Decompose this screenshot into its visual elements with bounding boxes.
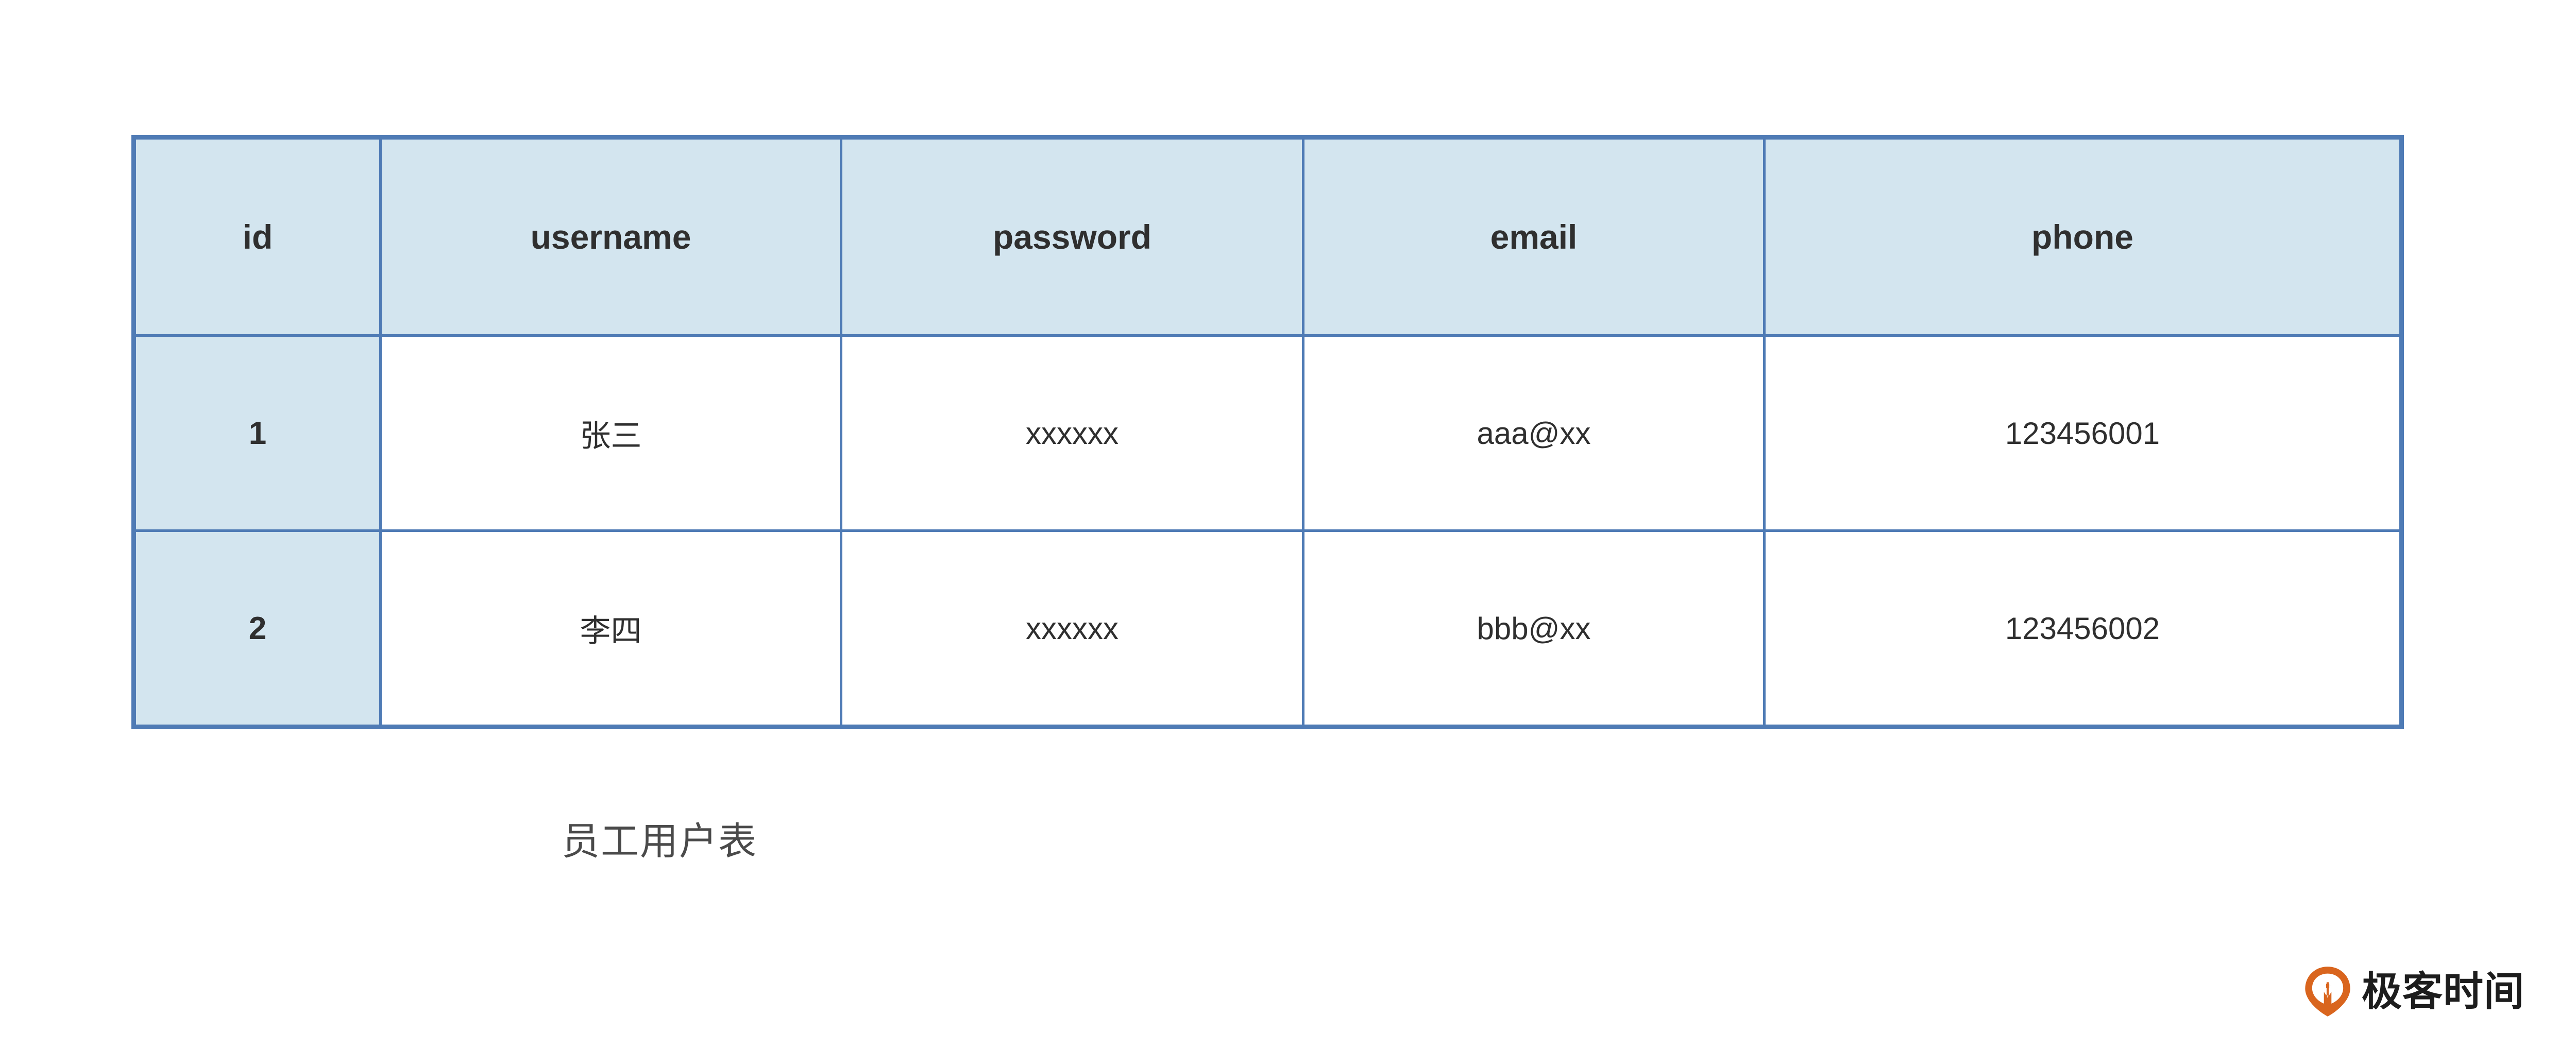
column-header-id: id xyxy=(132,136,382,337)
cell-id: 1 xyxy=(132,334,382,532)
cell-phone: 123456001 xyxy=(1763,334,2403,532)
column-header-phone: phone xyxy=(1763,136,2403,337)
table-row: 1 张三 xxxxxx aaa@xx 123456001 xyxy=(132,334,2403,532)
geektime-brand-label: 极客时间 xyxy=(2361,969,2524,1014)
cell-username: 李四 xyxy=(379,529,842,728)
user-table-container: id username password email phone 1 张三 xx… xyxy=(131,135,2404,729)
cell-email: aaa@xx xyxy=(1302,334,1766,532)
column-header-password: password xyxy=(840,136,1304,337)
table-caption: 员工用户表 xyxy=(562,820,757,863)
table-header: id username password email phone xyxy=(132,136,2403,337)
cell-phone: 123456002 xyxy=(1763,529,2403,728)
geektime-pin-icon xyxy=(2301,965,2354,1018)
employee-user-table: id username password email phone 1 张三 xx… xyxy=(131,135,2404,729)
cell-password: xxxxxx xyxy=(840,334,1304,532)
table-row: 2 李四 xxxxxx bbb@xx 123456002 xyxy=(132,529,2403,728)
table-body: 1 张三 xxxxxx aaa@xx 123456001 2 李四 xxxxxx… xyxy=(132,334,2403,728)
cell-id: 2 xyxy=(132,529,382,728)
cell-email: bbb@xx xyxy=(1302,529,1766,728)
cell-username: 张三 xyxy=(379,334,842,532)
cell-password: xxxxxx xyxy=(840,529,1304,728)
table-header-row: id username password email phone xyxy=(132,136,2403,337)
column-header-email: email xyxy=(1302,136,1766,337)
column-header-username: username xyxy=(379,136,842,337)
geektime-watermark: 极客时间 xyxy=(2301,965,2524,1018)
